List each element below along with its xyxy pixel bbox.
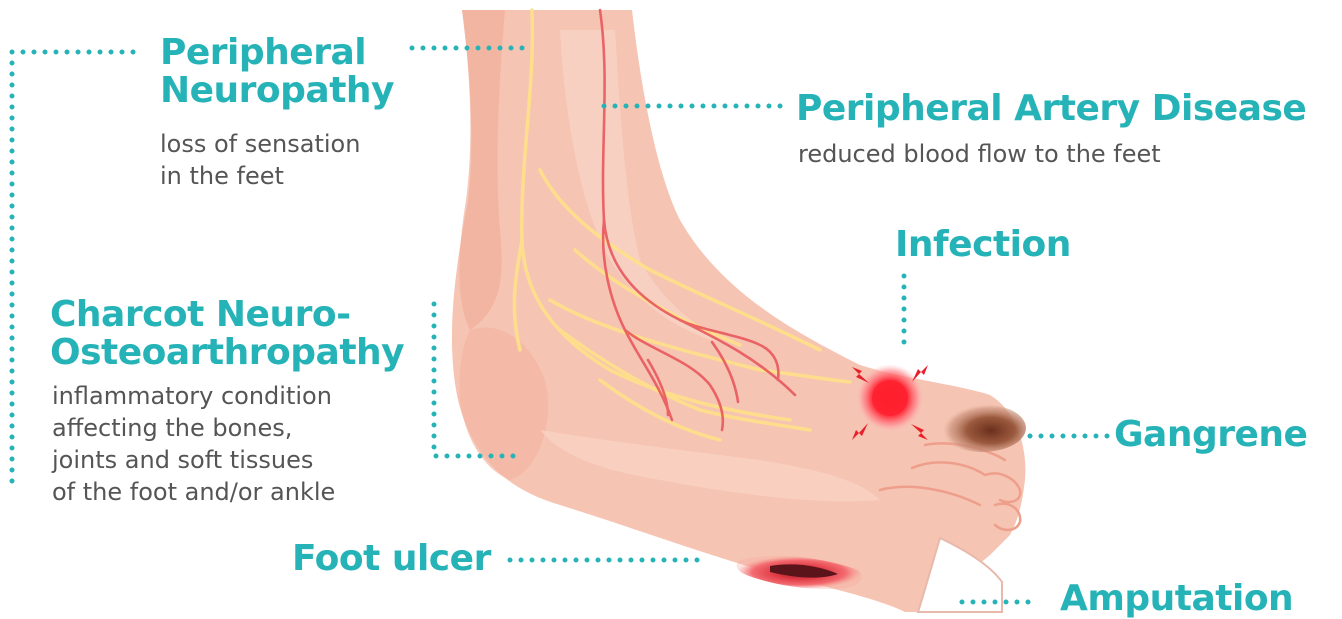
foot-ulcer-title: Foot ulcer [292, 540, 491, 578]
charcot-title: Charcot Neuro- Osteoarthropathy [50, 296, 404, 372]
desc-line: of the foot and/or ankle [52, 476, 335, 508]
desc-line: joints and soft tissues [52, 444, 335, 476]
title-line: Neuropathy [160, 72, 394, 110]
title-line: Osteoarthropathy [50, 334, 404, 372]
desc-line: inflammatory condition [52, 380, 335, 412]
title-line: Charcot Neuro- [50, 296, 404, 334]
desc-line: affecting the bones, [52, 412, 335, 444]
peripheral-artery-disease-title: Peripheral Artery Disease [796, 90, 1306, 128]
infection-title: Infection [895, 226, 1071, 264]
peripheral-neuropathy-title: Peripheral Neuropathy [160, 34, 394, 110]
gangrene-title: Gangrene [1114, 416, 1307, 454]
peripheral-neuropathy-desc: loss of sensation in the feet [160, 128, 360, 192]
gangrene-site [938, 404, 1026, 452]
desc-line: loss of sensation [160, 128, 360, 160]
desc-line: in the feet [160, 160, 360, 192]
peripheral-artery-disease-desc: reduced blood flow to the feet [798, 138, 1161, 170]
amputation-title: Amputation [1060, 580, 1293, 618]
charcot-desc: inflammatory condition affecting the bon… [52, 380, 335, 508]
title-line: Peripheral [160, 34, 394, 72]
